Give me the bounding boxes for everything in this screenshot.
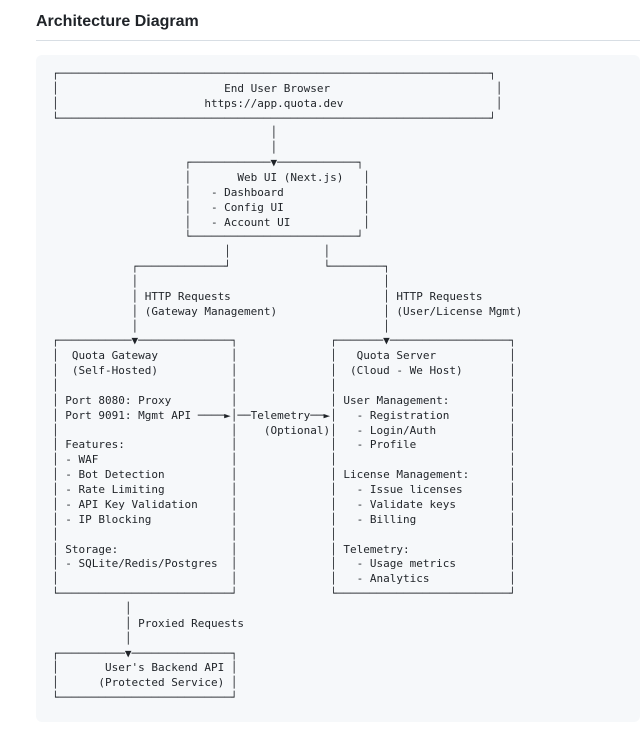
page-title: Architecture Diagram [36,13,199,30]
section-header: Architecture Diagram [36,0,640,41]
code-block: ┌───────────────────────────────────────… [36,55,640,722]
content-area: Architecture Diagram ┌──────────────────… [36,0,640,722]
architecture-diagram-ascii: ┌───────────────────────────────────────… [52,67,523,705]
